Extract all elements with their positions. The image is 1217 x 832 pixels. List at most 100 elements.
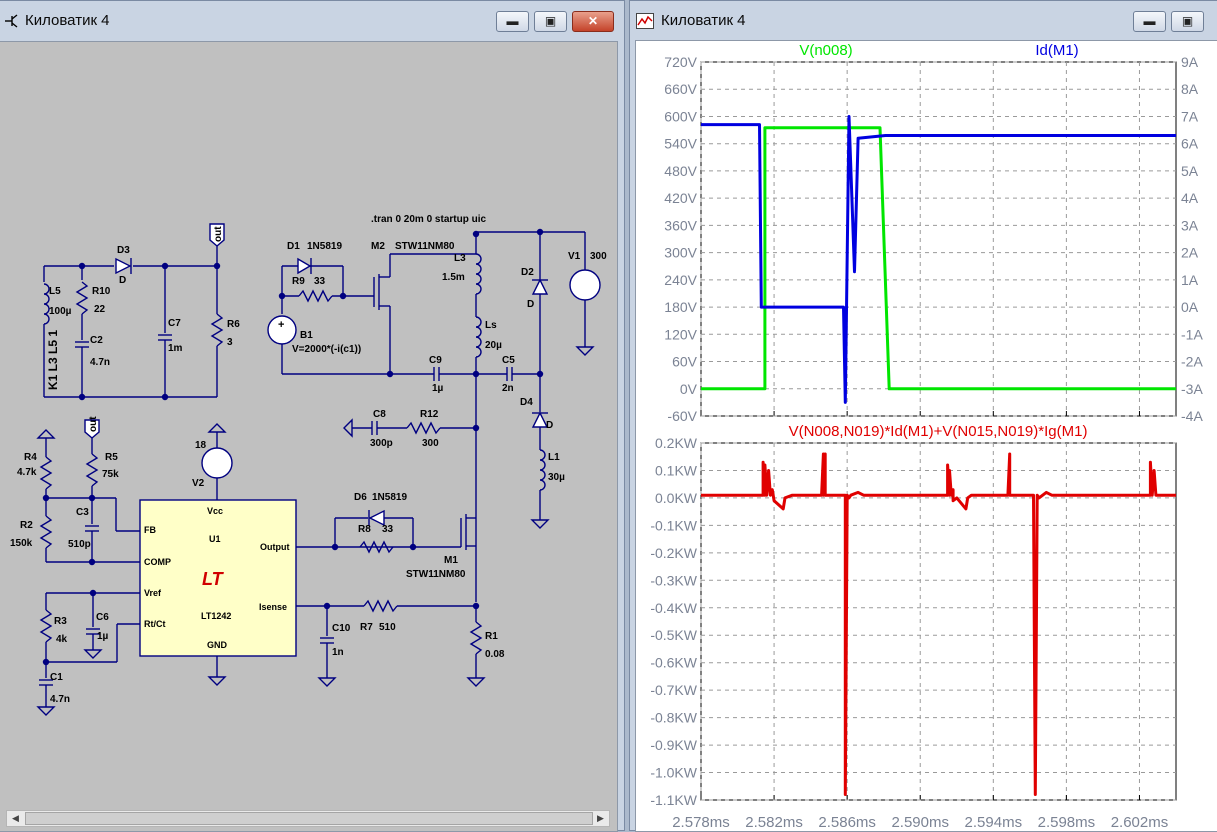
plot-maximize-button[interactable]: ▣ [1171,11,1204,32]
y-right-tick-label-top: 6A [1181,136,1199,152]
label-d4-value: D [546,420,553,431]
label-c9-value: 1µ [432,383,444,394]
series-line-id-m1- [701,115,1176,404]
label-r7-value: 510 [379,622,396,633]
x-tick-label: 2.578ms [672,814,730,831]
label-r4: R4 [24,452,37,463]
ic-pin-rtct: Rt/Ct [144,619,166,629]
label-m2: M2 [371,241,385,252]
y-tick-label-bottom: -0.5KW [650,627,697,643]
schematic-titlebar[interactable]: Киловатик 4 ▬ ▣ ✕ [0,1,624,41]
label-d3-value: D [119,275,126,286]
label-r6: R6 [227,319,240,330]
label-c6-value: 1µ [97,631,109,642]
y-right-tick-label-top: 0A [1181,299,1199,315]
y-right-tick-label-top: 3A [1181,217,1199,233]
y-tick-label-top: 480V [664,163,697,179]
schematic-window[interactable]: Киловатик 4 ▬ ▣ ✕ [0,0,625,832]
label-d4: D4 [520,397,533,408]
schematic-minimize-button[interactable]: ▬ [496,11,529,32]
y-tick-label-bottom: -0.1KW [650,517,697,533]
label-r8-value: 33 [382,524,394,535]
label-d1: D1 [287,241,300,252]
out-flag-top-label: out [213,226,224,242]
label-l1-value: 30µ [548,472,565,483]
label-d1-value: 1N5819 [307,241,342,252]
label-r1-value: 0.08 [485,649,505,660]
label-ls: Ls [485,320,497,331]
ic-pin-comp: COMP [144,557,171,567]
label-b1-value: V=2000*(-i(c1)) [292,344,361,355]
label-c2: C2 [90,335,103,346]
y-right-tick-label-top: 4A [1181,190,1199,206]
label-r3-value: 4k [56,634,68,645]
label-c2-value: 4.7n [90,357,110,368]
y-right-tick-label-top: 8A [1181,81,1199,97]
schematic-scroll-thumb[interactable] [25,812,593,825]
y-tick-label-top: 180V [664,299,697,315]
x-tick-label: 2.602ms [1111,814,1169,831]
series-line-v-n008-n019-id-m1-v-n015-n019-ig-m1- [701,452,1176,796]
label-r5: R5 [105,452,118,463]
y-tick-label-top: 360V [664,217,697,233]
label-d6: D6 [354,492,367,503]
label-l3-value: 1.5m [442,272,465,283]
label-c6: C6 [96,612,109,623]
label-r3: R3 [54,616,67,627]
y-right-tick-label-top: 5A [1181,163,1199,179]
legend-label-power: V(N008,N019)*Id(M1)+V(N015,N019)*Ig(M1) [789,423,1088,440]
y-tick-label-bottom: 0.1KW [655,462,698,478]
schematic-horizontal-scrollbar[interactable]: ◀ ▶ [6,810,610,827]
y-right-tick-label-top: 9A [1181,54,1199,70]
label-l5-value: 100µ [49,306,72,317]
y-right-tick-label-top: -3A [1181,381,1203,397]
ic-pin-output: Output [260,542,290,552]
y-tick-label-bottom: 0.0KW [655,490,698,506]
y-tick-label-top: 540V [664,136,697,152]
b1-polarity-plus: + [278,319,284,331]
scroll-right-icon[interactable]: ▶ [597,813,604,823]
plot-frame-bottom [700,442,1177,801]
y-tick-label-top: 600V [664,108,697,124]
scroll-left-icon[interactable]: ◀ [12,813,19,823]
ic-ref: U1 [209,534,221,544]
y-tick-label-top: 240V [664,272,697,288]
label-d6-value: 1N5819 [372,492,407,503]
y-right-tick-label-top: -2A [1181,354,1203,370]
y-tick-label-bottom: 0.2KW [655,435,698,451]
x-tick-label: 2.598ms [1038,814,1096,831]
label-r1: R1 [485,631,498,642]
label-c3: C3 [76,507,89,518]
plot-frame-top [700,61,1177,417]
plot-titlebar[interactable]: Киловатик 4 ▬ ▣ [630,1,1217,41]
y-right-tick-label-top: -4A [1181,408,1203,424]
y-tick-label-top: -60V [667,408,697,424]
label-c10: C10 [332,623,351,634]
label-r6-value: 3 [227,337,233,348]
label-c7-value: 1m [168,343,183,354]
schematic-canvas[interactable]: .tran 0 20m 0 startup uic out out K1 L3 … [0,41,618,832]
schematic-close-button[interactable]: ✕ [572,11,614,32]
label-r10: R10 [92,286,111,297]
y-right-tick-label-top: 7A [1181,108,1199,124]
label-m1-value: STW11NM80 [406,569,466,580]
label-l1: L1 [548,452,560,463]
y-tick-label-bottom: -0.6KW [650,655,697,671]
series-line-v-n008- [701,126,1176,391]
x-tick-label: 2.582ms [745,814,803,831]
y-tick-label-top: 660V [664,81,697,97]
label-d2: D2 [521,267,534,278]
ic-pin-gnd: GND [207,640,228,650]
label-r12-value: 300 [422,438,439,449]
label-r7: R7 [360,622,373,633]
schematic-diagram[interactable]: .tran 0 20m 0 startup uic out out K1 L3 … [0,42,618,832]
plot-minimize-button[interactable]: ▬ [1133,11,1166,32]
schematic-maximize-button[interactable]: ▣ [534,11,567,32]
y-tick-label-bottom: -1.0KW [650,765,697,781]
y-right-tick-label-top: -1A [1181,326,1203,342]
label-c9: C9 [429,355,442,366]
minimize-icon: ▬ [506,14,519,28]
